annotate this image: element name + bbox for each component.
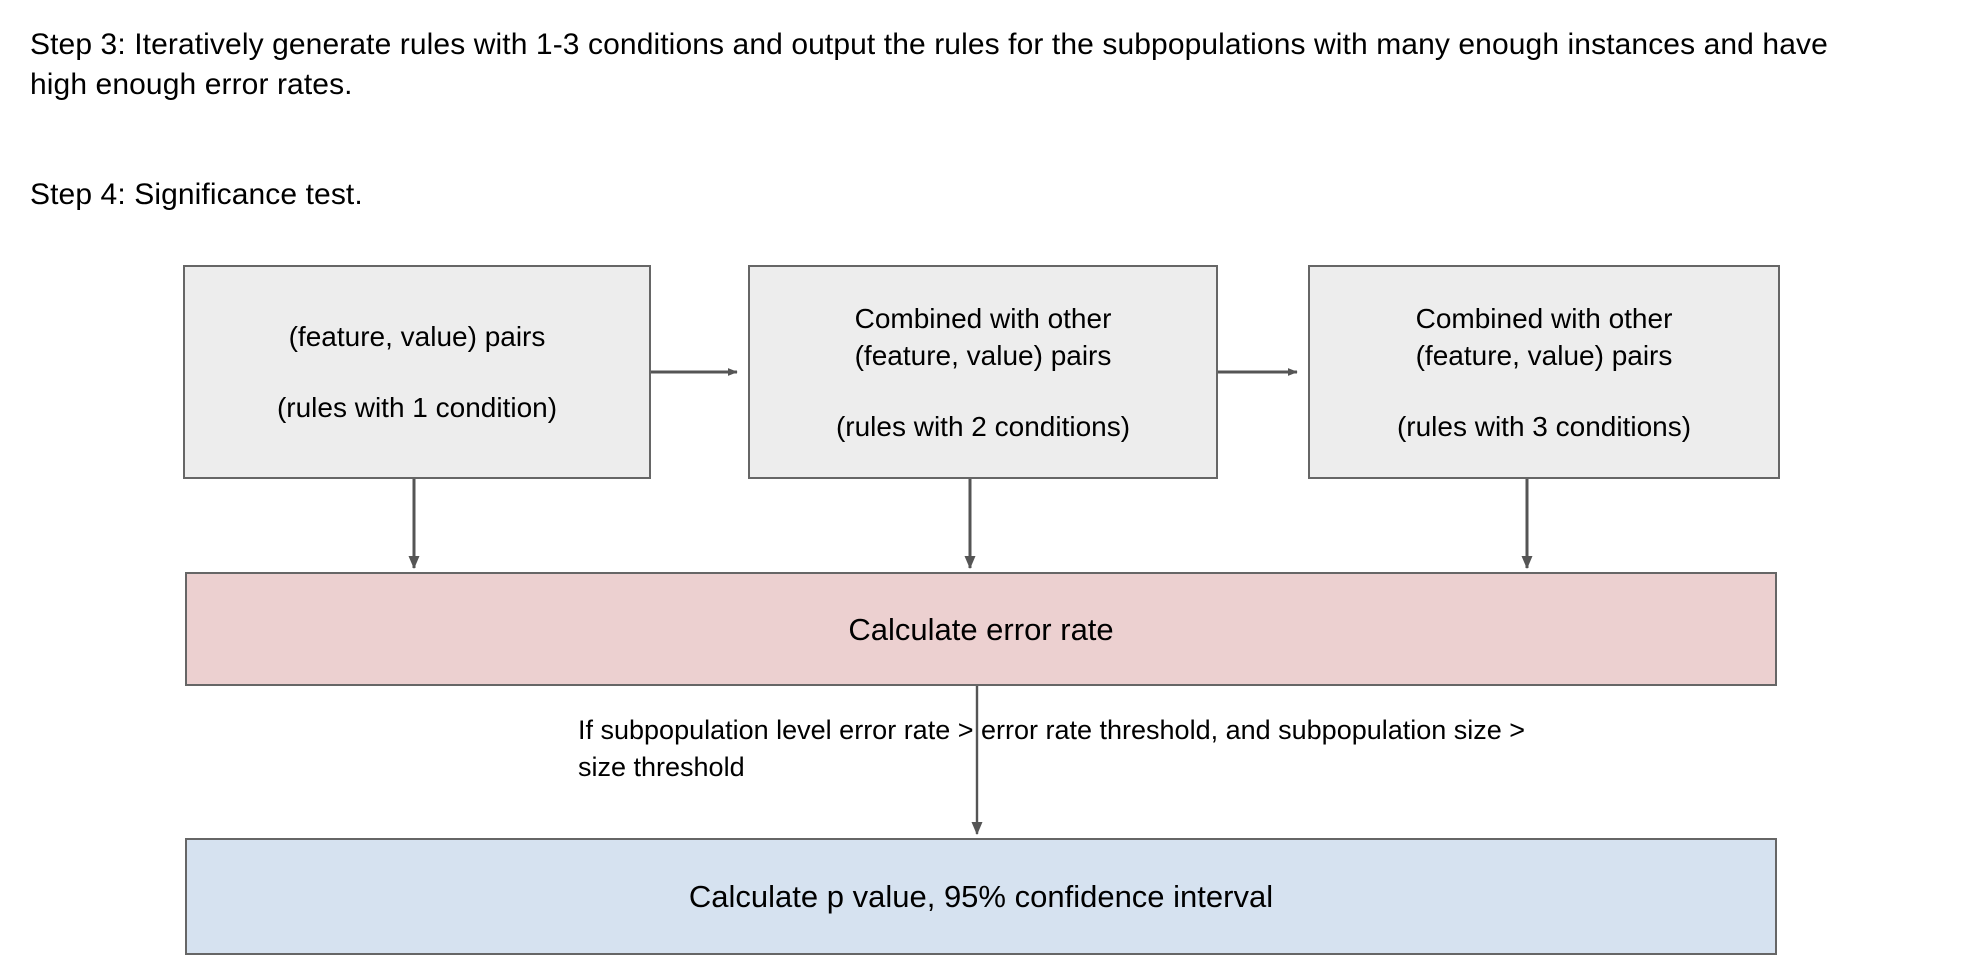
box-cond2-line2: (feature, value) pairs — [854, 339, 1112, 371]
step-3-description: Step 3: Iteratively generate rules with … — [30, 28, 1837, 101]
box-cond2-line3: (rules with 2 conditions) — [835, 410, 1131, 442]
box-calculate-error-rate[interactable]: Calculate error rate — [185, 572, 1777, 686]
box-rules-1-condition[interactable]: (feature, value) pairs (rules with 1 con… — [183, 265, 651, 479]
step-4-description: Step 4: Significance test. — [30, 178, 363, 211]
box-p-value-label: Calculate p value, 95% confidence interv… — [688, 879, 1274, 914]
box-cond1-line1: (feature, value) pairs — [288, 321, 546, 352]
box-calculate-p-value[interactable]: Calculate p value, 95% confidence interv… — [185, 838, 1777, 955]
box-cond3-line3: (rules with 3 conditions) — [1396, 410, 1692, 442]
box-cond1-line2: (rules with 1 condition) — [276, 392, 558, 423]
box-rules-3-conditions[interactable]: Combined with other (feature, value) pai… — [1308, 265, 1780, 479]
box-cond2-line1: Combined with other — [854, 302, 1112, 334]
annotation-threshold-condition: If subpopulation level error rate > erro… — [578, 715, 1533, 782]
box-rules-2-conditions[interactable]: Combined with other (feature, value) pai… — [748, 265, 1218, 479]
box-error-rate-label: Calculate error rate — [848, 611, 1114, 647]
box-cond3-line2: (feature, value) pairs — [1415, 339, 1673, 371]
box-cond3-line1: Combined with other — [1415, 302, 1673, 334]
